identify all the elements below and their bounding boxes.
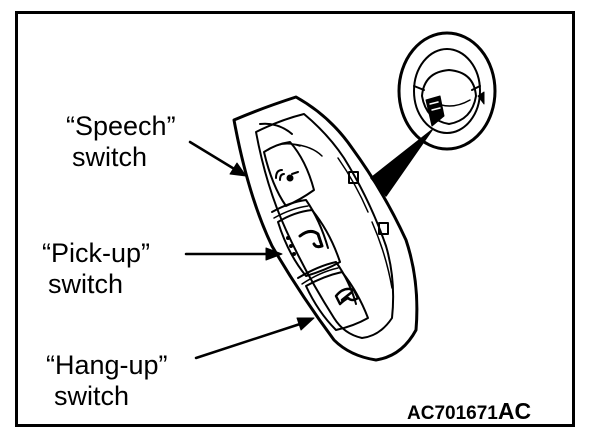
hangup-phone-icon <box>334 287 360 306</box>
pickup-switch-label: “Pick-up” switch <box>42 238 150 300</box>
figure-code: AC701671AC <box>407 400 531 426</box>
hangup-leader-arrow <box>194 317 315 360</box>
pickup-phone-icon <box>286 229 324 256</box>
pickup-switch <box>277 209 341 277</box>
pickup-leader-arrow <box>184 247 283 261</box>
speech-label-line2: switch <box>72 142 148 172</box>
speech-switch-label: “Speech” switch <box>66 111 176 173</box>
hangup-switch <box>305 271 369 331</box>
figure-code-main: AC701671 <box>407 403 498 424</box>
hangup-label-line1: “Hang-up” <box>46 350 168 380</box>
speech-switch <box>263 141 323 207</box>
speech-icon <box>275 169 299 182</box>
hangup-switch-label: “Hang-up” switch <box>46 350 168 412</box>
hangup-label-line2: switch <box>54 381 130 411</box>
detail-pointer <box>370 129 433 197</box>
pickup-label-line1: “Pick-up” <box>42 238 151 268</box>
steering-wheel <box>397 31 497 151</box>
button-divider <box>271 199 329 249</box>
speech-leader-arrow <box>188 140 247 177</box>
figure-code-suffix: AC <box>497 398 532 424</box>
speech-label-line1: “Speech” <box>66 111 176 141</box>
pickup-label-line2: switch <box>48 269 124 299</box>
figure-frame <box>15 11 575 427</box>
